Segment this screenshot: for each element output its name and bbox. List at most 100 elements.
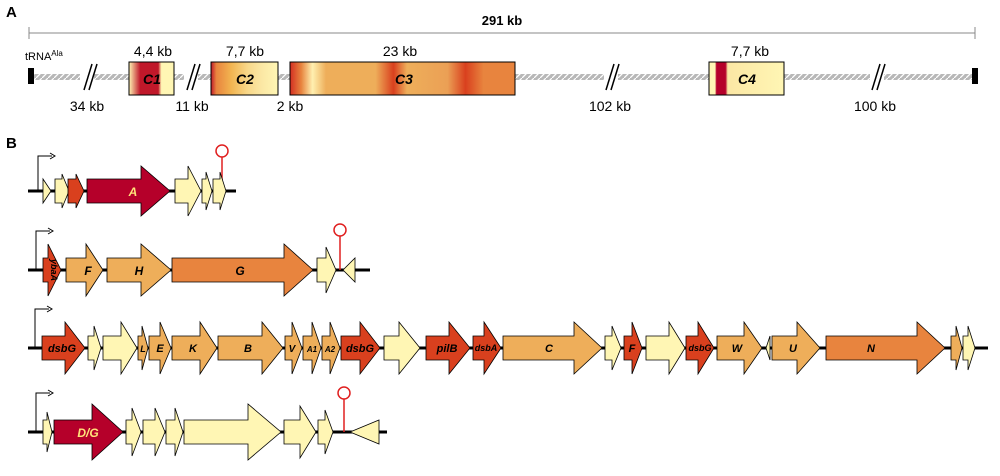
gene-arrow	[67, 173, 85, 209]
gene-label-f: F	[84, 264, 92, 278]
cluster-c4-size: 7,7 kb	[731, 43, 769, 59]
gene-arrow	[348, 419, 380, 445]
gap-label-4: 102 kb	[589, 98, 631, 114]
gene-label-pilb: pilB	[436, 343, 458, 355]
gene-arrow	[283, 404, 317, 460]
gene-arrow	[765, 335, 771, 361]
gene-arrow	[41, 320, 86, 376]
gene-arrow	[825, 321, 946, 375]
gene-arrow	[212, 171, 227, 211]
gene-arrow	[42, 243, 62, 297]
gene-arrow	[340, 320, 381, 376]
break-mark-1	[80, 63, 98, 91]
panel-b-label: B	[6, 135, 17, 152]
cluster-4-terminator	[337, 386, 351, 432]
gene-arrow	[201, 171, 213, 211]
gene-arrow	[174, 165, 202, 217]
gene-arrow	[217, 320, 284, 376]
chromosome-left-end	[28, 68, 34, 84]
cluster-2-promoter-head	[47, 227, 54, 235]
gene-arrow	[716, 320, 763, 376]
cluster-1-promoter-head	[49, 152, 56, 160]
cluster-c3-size: 23 kb	[383, 43, 417, 59]
gene-label-b: B	[244, 343, 252, 355]
break-mark-4	[870, 63, 886, 91]
cluster-c3-name: C3	[395, 71, 413, 87]
cluster-1-promoter	[37, 155, 52, 191]
cluster-3-promoter	[34, 308, 49, 348]
gene-arrow	[950, 325, 963, 371]
gene-arrow	[171, 243, 314, 297]
gene-label-a1: A1	[306, 345, 318, 354]
gene-label-w: W	[732, 343, 744, 355]
cluster-c1-box	[128, 61, 175, 96]
gene-arrow	[502, 321, 603, 375]
gap-label-1: 34 kb	[70, 98, 104, 114]
gene-arrow	[342, 257, 356, 283]
gene-arrow	[171, 320, 218, 376]
total-size-label: 291 kb	[482, 13, 523, 28]
gene-arrow	[42, 177, 52, 205]
cluster-4-promoter-head	[47, 389, 54, 397]
gene-arrow	[317, 409, 334, 455]
gap-label-2: 11 kb	[175, 98, 208, 114]
cluster-1-terminator	[215, 144, 229, 191]
gene-arrow	[86, 165, 171, 217]
gene-label-l: L	[140, 344, 146, 354]
gene-arrow	[183, 403, 282, 461]
cluster-c4-name: C4	[738, 71, 756, 87]
cluster-c1-name: C1	[143, 71, 161, 87]
gene-label-dsbg-3: dsbG	[688, 343, 711, 353]
gene-label-v: V	[289, 344, 297, 355]
gene-arrow	[42, 411, 53, 453]
gene-arrow	[685, 320, 715, 376]
cluster-c2-box	[210, 61, 279, 96]
cluster-c2-name: C2	[236, 71, 254, 87]
gene-arrow	[137, 325, 149, 371]
break-mark-3	[604, 63, 620, 91]
gene-arrow	[425, 320, 471, 376]
cluster-c3-box	[289, 61, 516, 96]
gene-arrow	[962, 325, 976, 371]
gene-arrow	[771, 320, 821, 376]
break-mark-2	[184, 63, 201, 91]
cluster-2-promoter	[35, 230, 50, 270]
gene-arrow	[87, 325, 102, 371]
cluster-c2-size: 7,7 kb	[226, 43, 264, 59]
panel-a-label: A	[6, 4, 17, 21]
gene-arrow	[302, 321, 322, 375]
trna-label: tRNAAla	[25, 49, 63, 63]
gene-label-dsbg-2: dsbG	[346, 343, 375, 355]
gene-arrow	[125, 407, 142, 457]
gene-label-dg: D/G	[77, 426, 98, 440]
gene-arrow	[65, 242, 104, 298]
gene-arrow	[645, 320, 686, 376]
cluster-4-promoter	[35, 392, 50, 432]
gene-label-h: H	[135, 264, 144, 278]
gene-label-c: C	[545, 343, 554, 355]
cluster-c4-box	[708, 61, 785, 96]
gene-arrow	[106, 243, 172, 297]
gene-arrow	[53, 403, 124, 461]
gene-label-a2: A2	[324, 345, 336, 354]
gene-arrow	[54, 173, 70, 209]
gene-label-u: U	[789, 343, 798, 355]
gene-label-n: N	[867, 343, 876, 355]
gene-clusters: A ybaA F H G dsbG L E K B V A1 A2 dsbG p…	[28, 144, 988, 461]
gene-arrow	[148, 321, 172, 375]
gene-arrow	[383, 320, 421, 376]
cluster-c1-size: 4,4 kb	[134, 43, 172, 59]
cluster-3-promoter-head	[46, 305, 53, 313]
gene-label-g: G	[235, 264, 244, 278]
gene-label-dsba: dsbA	[475, 343, 498, 353]
gene-label-ybaa: ybaA	[49, 258, 59, 281]
gene-label-dsbg-1: dsbG	[48, 343, 77, 355]
cluster-2-terminator	[333, 223, 347, 270]
gene-arrow	[604, 325, 622, 371]
gene-arrow	[623, 321, 643, 375]
gap-label-3: 2 kb	[277, 98, 304, 114]
gene-arrow	[316, 246, 337, 294]
gene-arrow	[321, 321, 341, 375]
chromosome-right-end	[972, 68, 978, 84]
